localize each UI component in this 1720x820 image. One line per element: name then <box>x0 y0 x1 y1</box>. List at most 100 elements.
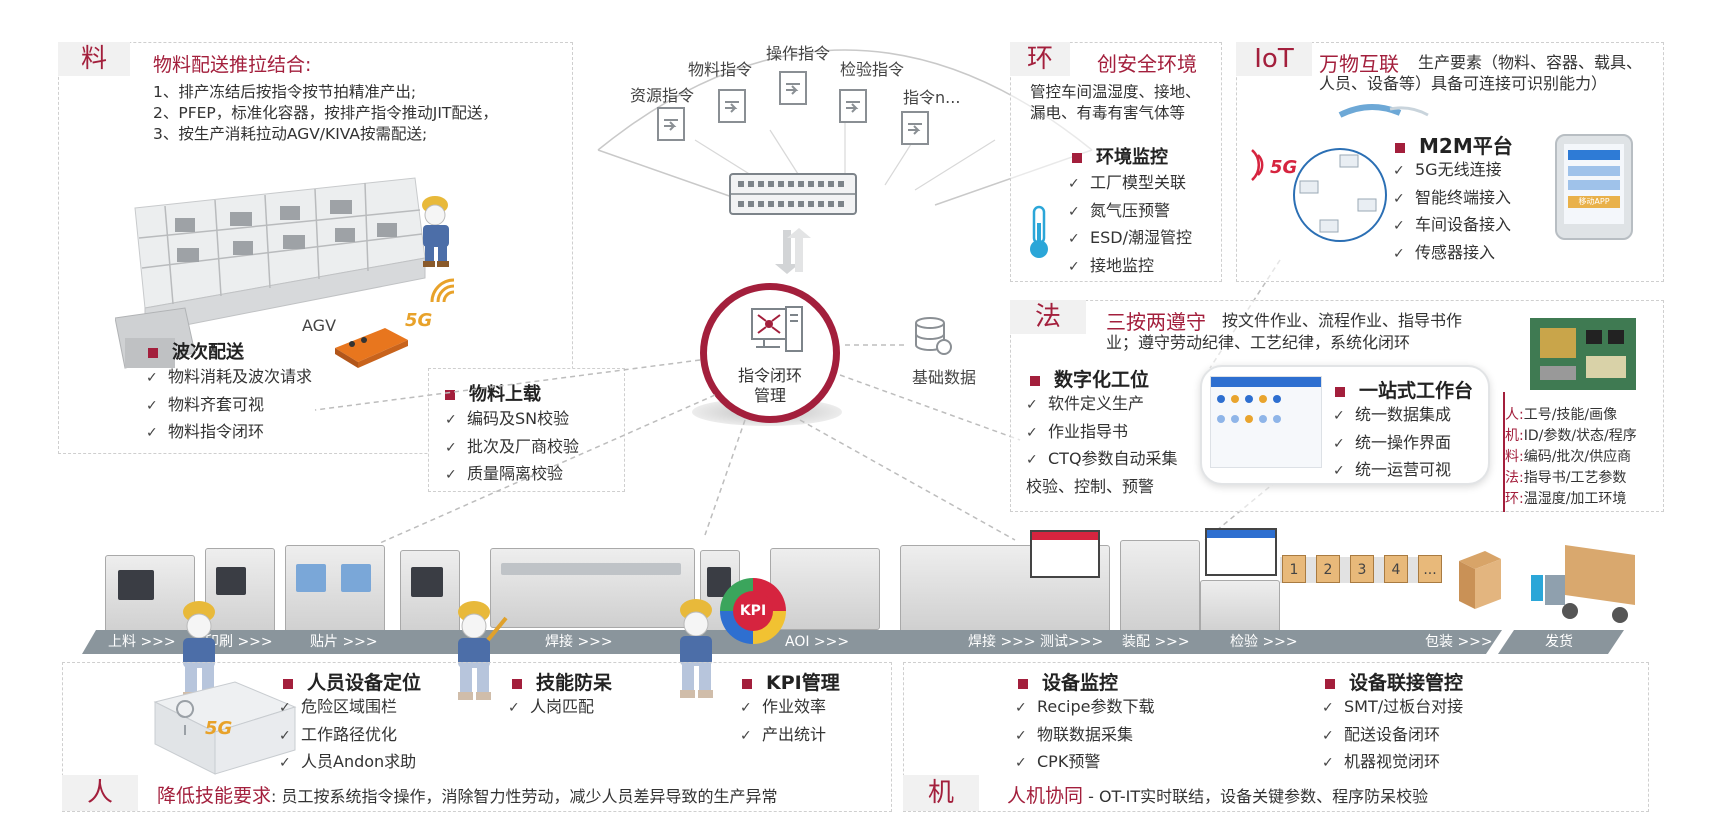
list-item: ✓ESD/潮湿管控 <box>1068 228 1192 247</box>
people-tag: 人 <box>62 775 138 811</box>
hub-label-line-2: 管理 <box>753 386 786 405</box>
flow-box: ... <box>1418 555 1442 583</box>
assembly-station <box>1200 580 1280 635</box>
legend-item: 法:指导书/工艺参数 <box>1505 470 1627 486</box>
stage-label: 焊接 >>> <box>968 634 1036 650</box>
iot-desc-2: 人员、设备等）具备可连接可识别能力） <box>1319 74 1608 93</box>
mobile-phone-mockup: 移动APP <box>1555 134 1633 240</box>
list-item: ✓作业效率 <box>740 697 827 716</box>
stage-label: 焊接 >>> <box>545 634 613 650</box>
method-title: 三按两遵守 <box>1106 310 1206 334</box>
skill-heading: 技能防呆 <box>512 668 612 695</box>
flow-box: 2 <box>1316 555 1340 583</box>
list-item: ✓CTQ参数自动采集 <box>1026 449 1178 468</box>
list-item: ✓氮气压预警 <box>1068 200 1171 220</box>
list-item: ✓物联数据采集 <box>1015 724 1134 744</box>
list-item: ✓危险区域围栏 <box>279 697 398 716</box>
environment-panel <box>1010 42 1222 282</box>
command-doc-icon <box>718 89 746 123</box>
list-item: ✓统一运营可视 <box>1333 460 1452 479</box>
delivery-truck-icon <box>1531 545 1635 623</box>
stage-label: 贴片 >>> <box>310 634 378 650</box>
people-5g-badge: 5G <box>205 718 233 739</box>
material-loading-heading: 物料上载 <box>445 380 541 406</box>
command-label-material: 物料指令 <box>688 60 753 79</box>
list-item: ✓工厂模型关联 <box>1068 173 1187 192</box>
circuit-board-image <box>1530 318 1636 390</box>
list-item: ✓统一数据集成 <box>1333 405 1452 424</box>
command-doc-icon <box>779 71 807 105</box>
list-item: ✓编码及SN校验 <box>445 409 570 428</box>
people-summary: 降低技能要求: 员工按系统指令操作，消除智力性劳动，减少人员差异导致的生产异常 <box>157 781 778 808</box>
list-item: 校验、控制、预警 <box>1026 476 1155 496</box>
location-heading: 人员设备定位 <box>283 668 421 695</box>
list-item: ✓物料消耗及波次请求 <box>146 367 313 386</box>
material-line-2: 2、PFEP，标准化容器，按排产指令推动JIT配送， <box>153 104 498 122</box>
command-loop-hub <box>700 283 840 423</box>
digital-station-list: ✓软件定义生产 ✓作业指导书 ✓CTQ参数自动采集 校验、控制、预警 <box>1026 391 1178 499</box>
sync-arrows-icon <box>775 228 811 274</box>
legend-item: 人:工号/技能/画像 <box>1505 407 1618 423</box>
stage-label: 装配 >>> <box>1122 634 1190 650</box>
kpi-list: ✓作业效率 ✓产出统计 <box>740 694 826 749</box>
legend-list: 人:工号/技能/画像 机:ID/参数/状态/程序 料:编码/批次/供应商 法:指… <box>1505 405 1637 510</box>
smt-machine <box>770 548 880 630</box>
stage-label: 检验 >>> <box>1230 634 1298 650</box>
conveyor-belt <box>82 630 1624 654</box>
reflow-oven <box>490 548 695 628</box>
device-link-list: ✓SMT/过板台对接 ✓配送设备闭环 ✓机器视觉闭环 <box>1322 694 1463 777</box>
test-station <box>1120 540 1200 635</box>
list-item: ✓工作路径优化 <box>279 724 398 744</box>
list-item: ✓统一操作界面 <box>1333 432 1452 452</box>
kpi-heading: KPI管理 <box>742 668 840 695</box>
list-item: ✓人岗匹配 <box>508 697 595 716</box>
environment-desc-2: 漏电、有毒有害气体等 <box>1030 104 1186 122</box>
list-item: ✓质量隔离校验 <box>445 464 564 483</box>
agv-label: AGV <box>302 316 337 335</box>
material-loading-box <box>428 368 625 492</box>
command-label-resource: 资源指令 <box>630 86 695 105</box>
list-item: ✓作业指导书 <box>1026 421 1129 441</box>
package-box-icon <box>1459 551 1501 609</box>
environment-title: 创安全环境 <box>1097 52 1197 76</box>
list-item: ✓5G无线连接 <box>1393 160 1502 179</box>
people-desc: : 员工按系统指令操作，消除智力性劳动，减少人员差异导致的生产异常 <box>271 787 778 806</box>
environment-tag: 环 <box>1010 42 1070 76</box>
database-icon <box>915 317 952 355</box>
command-doc-icon <box>839 89 867 123</box>
machine-desc: - OT-IT实时联结，设备关键参数、程序防呆校验 <box>1083 787 1429 806</box>
material-loading-list: ✓编码及SN校验 ✓批次及厂商校验 ✓质量隔离校验 <box>445 406 579 489</box>
method-desc-2: 业；遵守劳动纪律、工艺纪律，系统化闭环 <box>1106 333 1411 352</box>
stage-label: 上料 >>> <box>108 634 176 650</box>
legend-vertical-line <box>1503 392 1505 512</box>
iot-tag: IoT <box>1236 42 1312 76</box>
flow-box: 1 <box>1282 555 1306 583</box>
workbench-list: ✓统一数据集成 ✓统一操作界面 ✓统一运营可视 <box>1333 402 1451 485</box>
phone-screen: 移动APP <box>1564 144 1624 224</box>
kpi-badge: KPI <box>720 578 786 644</box>
location-list: ✓危险区域围栏 ✓工作路径优化 ✓人员Andon求助 <box>279 694 416 777</box>
smt-machine <box>285 545 385 635</box>
m2m-list: ✓5G无线连接 ✓智能终端接入 ✓车间设备接入 ✓传感器接入 <box>1393 157 1511 267</box>
environment-monitor-list: ✓工厂模型关联 ✓氮气压预警 ✓ESD/潮湿管控 ✓接地监控 <box>1068 170 1192 280</box>
workbench-heading: 一站式工作台 <box>1335 376 1473 403</box>
digital-station-heading: 数字化工位 <box>1030 365 1149 392</box>
list-item: ✓产出统计 <box>740 724 827 744</box>
list-item: ✓软件定义生产 <box>1026 394 1145 413</box>
list-item: ✓CPK预警 <box>1015 752 1101 771</box>
skill-list: ✓人岗匹配 <box>508 694 594 722</box>
list-item: ✓人员Andon求助 <box>279 752 417 771</box>
command-label-n: 指令n... <box>903 88 961 107</box>
list-item: ✓机器视觉闭环 <box>1322 752 1441 771</box>
list-item: ✓物料齐套可视 <box>146 394 265 414</box>
stage-label: 测试>>> <box>1040 634 1104 650</box>
device-monitor-heading: 设备监控 <box>1018 668 1118 695</box>
command-label-inspection: 检验指令 <box>840 60 905 79</box>
list-item: ✓SMT/过板台对接 <box>1322 697 1464 716</box>
loop-network-icon <box>751 306 803 352</box>
worker-icon <box>422 196 449 267</box>
smt-machine <box>105 555 195 635</box>
environment-monitor-heading: 环境监控 <box>1072 143 1168 169</box>
list-item: ✓车间设备接入 <box>1393 215 1512 234</box>
agv-5g-badge: 5G <box>405 310 433 331</box>
